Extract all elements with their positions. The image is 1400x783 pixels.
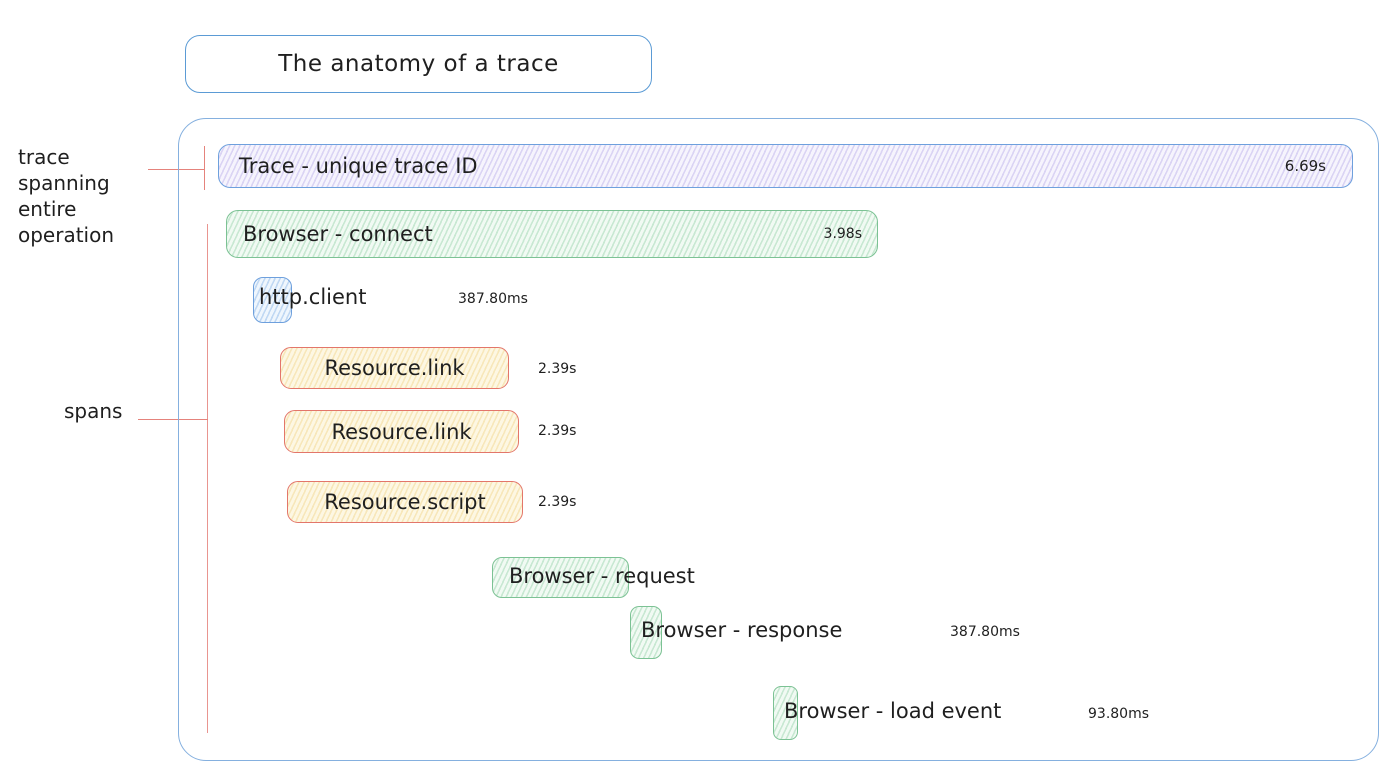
span-browser-load-event-bar — [773, 686, 798, 740]
trace-diagram-container — [178, 118, 1379, 761]
span-browser-connect-bar: Browser - connect 3.98s — [226, 210, 878, 258]
trace-bar: Trace - unique trace ID 6.69s — [218, 144, 1353, 188]
span-browser-load-event-label: Browser - load event — [784, 699, 1002, 723]
span-browser-load-event-duration: 93.80ms — [1088, 706, 1150, 722]
span-browser-connect-duration: 3.98s — [823, 226, 862, 242]
span-resource-script-bar: Resource.script — [287, 481, 523, 523]
span-resource-script-duration: 2.39s — [538, 494, 577, 510]
span-resource-link-2-bar: Resource.link — [284, 410, 519, 453]
span-browser-response-duration: 387.80ms — [950, 624, 1020, 640]
span-http-client-label: http.client — [259, 285, 367, 309]
span-browser-response-label: Browser - response — [641, 618, 843, 642]
spans-annotation-label: spans — [64, 399, 123, 423]
trace-annotation-tick — [204, 146, 205, 190]
page-title: The anatomy of a trace — [278, 51, 559, 77]
span-http-client-bar — [253, 277, 292, 323]
span-resource-script-label: Resource.script — [324, 490, 486, 514]
span-browser-connect-label: Browser - connect — [243, 222, 433, 246]
span-resource-link-2-label: Resource.link — [331, 419, 472, 444]
span-browser-request-label: Browser - request — [509, 564, 695, 588]
spans-bracket-line — [207, 224, 208, 733]
trace-annotation-line — [148, 169, 205, 170]
trace-bar-duration: 6.69s — [1284, 157, 1326, 175]
span-resource-link-1-bar: Resource.link — [280, 347, 509, 389]
spans-annotation-line — [138, 419, 208, 420]
span-browser-request-bar — [492, 557, 629, 598]
title-box: The anatomy of a trace — [185, 35, 652, 93]
span-resource-link-2-duration: 2.39s — [538, 423, 577, 439]
trace-bar-label: Trace - unique trace ID — [239, 154, 478, 178]
span-resource-link-1-duration: 2.39s — [538, 361, 577, 377]
trace-annotation-label: trace spanning entire operation — [18, 145, 115, 247]
span-resource-link-1-label: Resource.link — [324, 356, 465, 380]
span-browser-response-bar — [630, 606, 662, 659]
span-http-client-duration: 387.80ms — [458, 291, 528, 307]
